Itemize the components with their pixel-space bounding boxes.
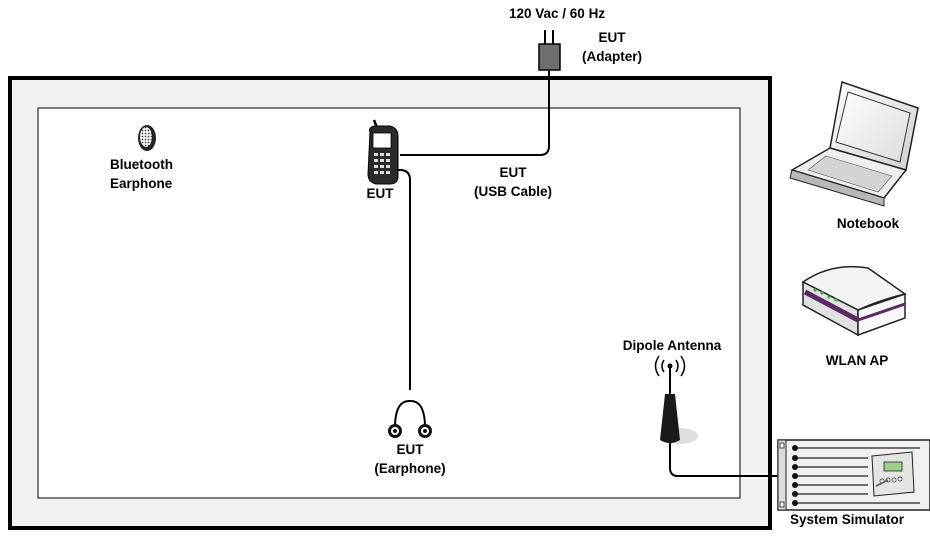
- system-simulator-icon: [777, 439, 930, 511]
- system-simulator-label: System Simulator: [790, 512, 905, 527]
- dipole-antenna-icon: [654, 355, 698, 444]
- adapter-label-line2: (Adapter): [582, 49, 642, 64]
- bluetooth-label-line2: Earphone: [110, 176, 173, 191]
- mobile-phone-icon: [367, 119, 399, 185]
- earphone-label-line2: (Earphone): [374, 461, 446, 476]
- wired-earphone-icon: [388, 424, 432, 438]
- usb-cable: [400, 70, 550, 156]
- power-adapter-icon: [538, 30, 561, 71]
- wlan-router-icon: [801, 265, 907, 337]
- earphone-label-line1: EUT: [396, 442, 424, 457]
- earphone-cable: [392, 169, 411, 390]
- phone-label: EUT: [366, 186, 394, 201]
- bluetooth-earphone-icon: [138, 125, 156, 151]
- wlan-ap-label: WLAN AP: [825, 353, 889, 368]
- notebook-icon: [789, 81, 919, 207]
- usb-cable-label-line1: EUT: [499, 165, 527, 180]
- notebook-label: Notebook: [836, 216, 900, 231]
- earphone-split: [394, 399, 426, 426]
- power-source-label: 120 Vac / 60 Hz: [509, 6, 606, 21]
- bluetooth-label-line1: Bluetooth: [110, 157, 173, 172]
- usb-cable-label-line2: (USB Cable): [473, 184, 552, 199]
- antenna-cable: [669, 440, 790, 477]
- dipole-antenna-label: Dipole Antenna: [622, 338, 722, 353]
- adapter-label-line1: EUT: [598, 30, 626, 45]
